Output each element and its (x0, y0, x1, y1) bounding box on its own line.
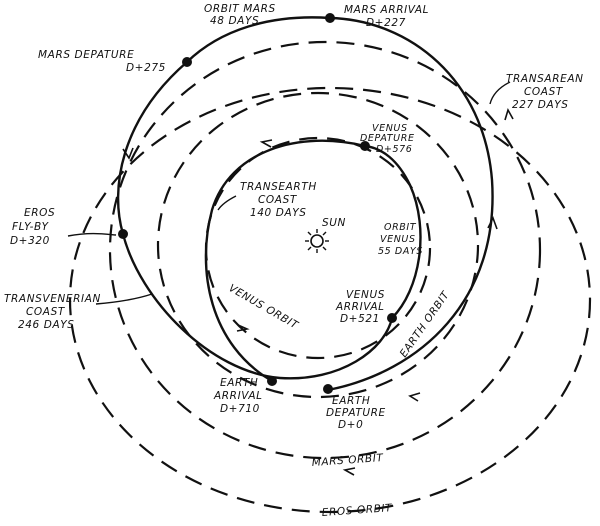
transvenerian-label: TRANSVENERIAN COAST 246 DAYS (4, 293, 105, 331)
mars-departure-dot (182, 57, 192, 67)
eros-flyby-dot (118, 229, 128, 239)
transarean-trajectory (327, 16, 494, 392)
earth-arrival-dot (267, 376, 277, 386)
arrow-5 (408, 392, 421, 402)
eros-label: EROS FLY-BY D+320 (10, 207, 59, 247)
earth-departure-dot (323, 384, 333, 394)
mars-orbit-path (108, 40, 542, 460)
transearth-label: TRANSEARTH COAST 140 DAYS (240, 181, 321, 219)
venus-arrival-dot (387, 313, 397, 323)
arrow-7 (342, 467, 356, 476)
mars-stay-trajectory (186, 16, 331, 63)
venus-arrival-label: VENUS ARRIVAL D+521 (335, 289, 389, 325)
orbit-mars-label: ORBIT MARS 48 DAYS (204, 3, 280, 27)
eros-orbit-label: EROS ORBIT (321, 502, 393, 519)
eros-leader (67, 232, 117, 237)
mars-departure-label: MARS DEPATURE D+275 (38, 49, 166, 74)
transarean-leader (489, 81, 511, 105)
mars-arrival-dot (325, 13, 335, 23)
arrow-6 (504, 107, 514, 121)
transarean-label: TRANSAREAN COAST 227 DAYS (506, 73, 588, 111)
arrow-2 (122, 147, 134, 160)
eros-orbit-path (68, 86, 592, 514)
transvenerian-leader (95, 293, 153, 305)
sun-icon (305, 229, 329, 253)
transvenerian-trajectory (116, 61, 394, 380)
earth-orbit-path (156, 91, 480, 399)
earth-departure-label: EARTH DEPATURE D+0 (326, 395, 390, 431)
arrow-3 (259, 139, 273, 148)
arrow-4 (236, 324, 250, 332)
arrow-1 (487, 215, 498, 230)
mars-orbit-label: MARS ORBIT (311, 452, 384, 469)
venus-stay-trajectory (364, 144, 422, 319)
mars-arrival-label: MARS ARRIVAL D+227 (344, 4, 433, 29)
orbit-venus-label: ORBIT VENUS 55 DAYS (378, 222, 423, 257)
sun-label: SUN (322, 217, 346, 229)
venus-departure-label: VENUS DEPATURE D+576 (360, 123, 418, 155)
transearth-trajectory (204, 139, 366, 383)
transearth-leader (217, 195, 237, 211)
earth-arrival-label: EARTH ARRIVAL D+710 (213, 377, 267, 415)
venus-departure-dot (360, 141, 370, 151)
